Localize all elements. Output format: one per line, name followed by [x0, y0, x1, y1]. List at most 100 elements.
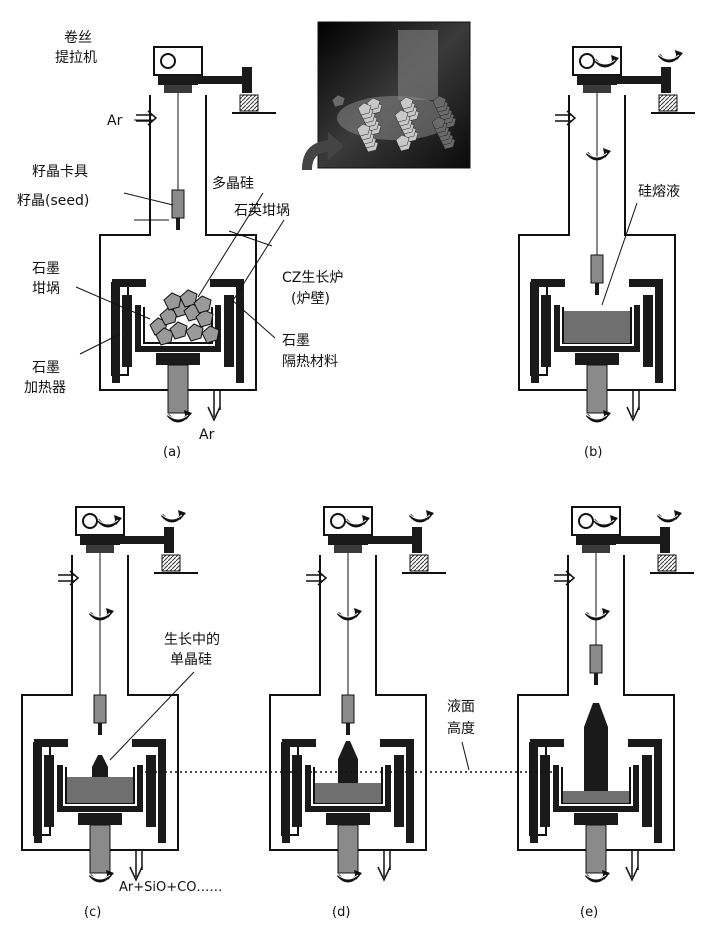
heater-right — [224, 295, 234, 367]
winder-label-1: 卷丝 — [64, 30, 92, 46]
spool-icon — [330, 513, 346, 529]
furnace-unit-e — [517, 506, 694, 883]
growing-crystal-label-2: 单晶硅 — [170, 652, 212, 668]
graphite-crucible — [57, 765, 143, 812]
seed-crystal — [176, 218, 180, 230]
insulation-left — [34, 743, 42, 843]
ar-outlet-label: Ar — [199, 427, 215, 443]
ar-inlet-arrow-icon — [565, 570, 576, 586]
insulation-left — [531, 283, 539, 383]
silicon-melt — [564, 311, 630, 343]
graphite-crucible — [305, 765, 391, 812]
crucible-shaft — [586, 364, 608, 414]
pedestal — [78, 813, 122, 825]
insulation-left — [282, 743, 290, 843]
drive-arm — [617, 76, 665, 84]
graphite-crucible-label-2: 坩埚 — [32, 281, 60, 297]
caption-b: (b) — [584, 445, 602, 460]
graphite-insulation-label-2: 隔热材料 — [282, 354, 338, 370]
crucible-shaft — [167, 364, 189, 414]
crucible-shaft — [89, 824, 111, 874]
seed-holder — [341, 694, 355, 724]
caption-d: (d) — [332, 905, 350, 920]
insulation-right — [406, 743, 414, 843]
melt-level-label-1: 液面 — [447, 699, 475, 715]
seed-crystal — [595, 283, 599, 295]
caption-e: (e) — [580, 905, 598, 920]
graphite-heater-label-1: 石墨 — [32, 360, 60, 376]
quartz-crucible-label: 石英坩埚 — [234, 202, 290, 219]
ar-inlet-arrow-icon — [566, 110, 577, 126]
pedestal — [326, 813, 370, 825]
heater-left — [122, 295, 132, 367]
ar-inlet-label: Ar — [107, 113, 123, 129]
crucible-shaft — [337, 824, 359, 874]
crucible-rotation-icon — [585, 413, 609, 423]
ar-inlet-arrow-icon — [317, 570, 328, 586]
drive-motor — [239, 94, 259, 112]
exhaust-arrow-icon — [377, 866, 391, 882]
insulation-right — [158, 743, 166, 843]
seed-crystal — [346, 723, 350, 735]
crucible-rotation-icon — [166, 413, 190, 423]
winder-label-2: 提拉机 — [55, 50, 97, 66]
heater-left — [292, 755, 302, 827]
caption-a: (a) — [163, 445, 181, 460]
silicon-melt — [563, 791, 629, 803]
curved-arrow-icon — [302, 132, 344, 170]
drive-arm — [120, 536, 168, 544]
furnace-wall-label-2: (炉壁) — [291, 291, 330, 307]
silicon-melt-label: 硅熔液 — [638, 184, 680, 200]
exhaust-arrow-icon — [625, 866, 639, 882]
heater-left — [44, 755, 54, 827]
crucible-shaft — [585, 824, 607, 874]
insulation-right — [654, 743, 662, 843]
furnace-unit-b — [518, 46, 695, 423]
drive-arm — [198, 76, 246, 84]
pedestal — [574, 813, 618, 825]
shaft-rotation-icon — [656, 513, 680, 523]
shaft-rotation-icon — [160, 513, 184, 523]
graphite-crucible — [553, 765, 639, 812]
silicon-melt — [315, 783, 381, 803]
ar-inlet-arrow-icon — [69, 570, 80, 586]
seed-crystal — [98, 723, 102, 735]
furnace-unit-a — [99, 46, 276, 423]
shaft-rotation-icon — [408, 513, 432, 523]
crucible-rotation-icon — [336, 873, 360, 883]
exhaust-arrow-icon — [626, 406, 640, 422]
growing-crystal-label-1: 生长中的 — [164, 632, 220, 648]
drive-motor — [658, 94, 678, 112]
pedestal — [575, 353, 619, 365]
crucible-rotation-icon — [584, 873, 608, 883]
polysilicon-chunks — [149, 289, 220, 346]
growing-crystal — [338, 741, 358, 783]
furnace-unit-c — [21, 506, 198, 883]
seed-holder — [171, 189, 185, 219]
caption-c: (c) — [84, 905, 101, 920]
exhaust-arrow-icon — [207, 406, 221, 422]
drive-arm — [616, 536, 664, 544]
heater-left — [540, 755, 550, 827]
seed-holder — [590, 254, 604, 284]
drive-arm — [368, 536, 416, 544]
insulation-right — [655, 283, 663, 383]
graphite-crucible-label-1: 石墨 — [32, 261, 60, 277]
furnace-unit-d — [269, 506, 446, 883]
seed-holder — [589, 644, 603, 674]
graphite-heater-label-2: 加热器 — [24, 380, 66, 396]
heater-right — [146, 755, 156, 827]
heater-right — [642, 755, 652, 827]
seed-holder — [93, 694, 107, 724]
graphite-crucible — [554, 305, 640, 352]
pedestal — [156, 353, 200, 365]
exhaust-arrow-icon — [129, 866, 143, 882]
insulation-left — [112, 283, 120, 383]
graphite-crucible — [135, 305, 221, 352]
seed-holder-label: 籽晶卡具 — [32, 164, 88, 180]
heater-right — [643, 295, 653, 367]
growing-crystal — [584, 703, 608, 791]
drive-motor — [657, 554, 677, 572]
